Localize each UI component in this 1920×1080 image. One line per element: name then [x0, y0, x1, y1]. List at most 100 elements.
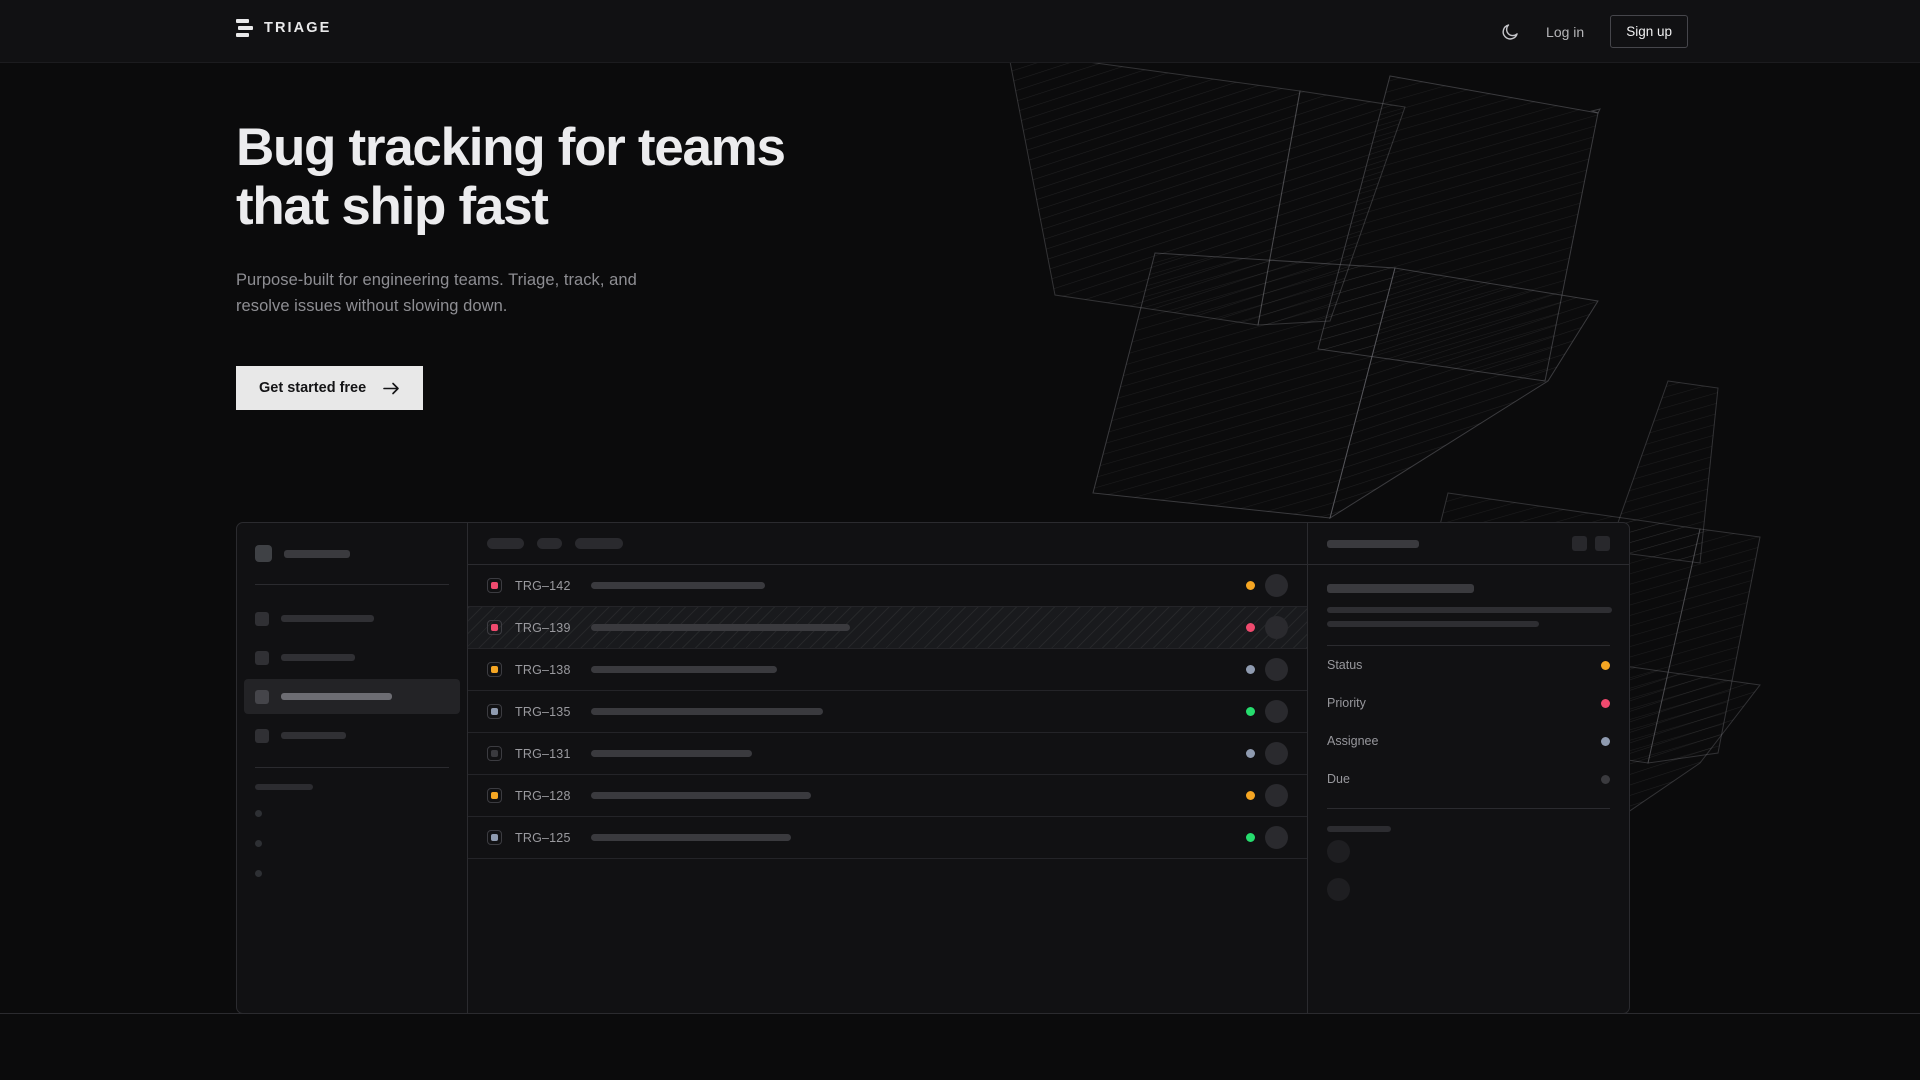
detail-desc-line-1 — [1327, 607, 1612, 613]
hero-section: Bug tracking for teams that ship fast Pu… — [236, 118, 786, 411]
detail-meta-row[interactable]: Due — [1327, 760, 1610, 798]
detail-action-icon-1[interactable] — [1572, 536, 1587, 551]
assignee-avatar — [1265, 574, 1288, 597]
priority-indicator-icon — [487, 788, 502, 803]
assignee-avatar — [1265, 658, 1288, 681]
table-row[interactable]: TRG–135 — [468, 691, 1307, 733]
brand-name: TRIAGE — [264, 20, 332, 36]
sidebar-item-icon — [255, 611, 269, 626]
row-meta — [1246, 826, 1307, 849]
issue-id: TRG–128 — [515, 788, 571, 803]
sidebar-item-icon — [255, 650, 269, 665]
moon-icon[interactable] — [1500, 22, 1520, 42]
issue-id: TRG–139 — [515, 620, 571, 635]
table-row[interactable]: TRG–125 — [468, 817, 1307, 859]
priority-indicator-icon — [487, 578, 502, 593]
status-dot-icon — [1246, 749, 1255, 758]
mock-sidebar — [237, 523, 468, 1013]
issue-title-placeholder — [591, 582, 765, 589]
detail-meta-row[interactable]: Status — [1327, 646, 1610, 684]
assignee-avatar — [1265, 616, 1288, 639]
sidebar-project-2[interactable] — [255, 828, 449, 858]
status-dot-icon — [1246, 791, 1255, 800]
top-navigation-bar: TRIAGE Log in Sign up — [0, 0, 1920, 63]
comment-avatar — [1327, 839, 1350, 863]
row-meta — [1246, 784, 1307, 807]
sidebar-item-3[interactable] — [244, 679, 460, 714]
priority-indicator-icon — [487, 704, 502, 719]
issue-id: TRG–135 — [515, 704, 571, 719]
brand-logo[interactable]: TRIAGE — [236, 19, 331, 37]
detail-action-icon-2[interactable] — [1595, 536, 1610, 551]
filter-chip-2[interactable] — [537, 538, 562, 549]
sidebar-item-label-placeholder — [281, 654, 355, 661]
detail-meta-row[interactable]: Priority — [1327, 684, 1610, 722]
detail-divider-2 — [1327, 808, 1610, 809]
priority-indicator-icon — [487, 830, 502, 845]
filter-chip-3[interactable] — [575, 538, 623, 549]
table-row[interactable]: TRG–128 — [468, 775, 1307, 817]
detail-meta-label: Assignee — [1327, 734, 1379, 748]
status-dot-icon — [1246, 707, 1255, 716]
sidebar-project-3[interactable] — [255, 858, 449, 888]
sidebar-item-icon — [255, 689, 269, 704]
assignee-avatar — [1265, 826, 1288, 849]
issue-title-placeholder — [591, 666, 777, 673]
comment-placeholder-row — [1327, 832, 1610, 870]
project-dot-icon — [255, 809, 262, 817]
detail-header-title-placeholder — [1327, 539, 1419, 548]
priority-indicator-icon — [487, 620, 502, 635]
priority-indicator-icon — [487, 662, 502, 677]
sidebar-item-2[interactable] — [244, 640, 460, 675]
sidebar-divider-bottom — [255, 767, 449, 768]
sidebar-item-4[interactable] — [244, 718, 460, 753]
detail-meta-dot-icon — [1601, 774, 1610, 784]
get-started-button[interactable]: Get started free — [236, 366, 424, 411]
hero-subheading: Purpose-built for engineering teams. Tri… — [236, 270, 637, 316]
mock-list-toolbar — [468, 523, 1307, 565]
detail-meta-label: Status — [1327, 658, 1363, 672]
issue-id: TRG–142 — [515, 578, 571, 593]
table-row[interactable]: TRG–131 — [468, 733, 1307, 775]
comment-placeholder-row — [1327, 870, 1610, 908]
comment-avatar — [1327, 877, 1350, 901]
sidebar-divider-top — [255, 584, 449, 585]
mock-detail-header — [1308, 523, 1629, 565]
sidebar-project-1[interactable] — [255, 798, 449, 828]
mock-sidebar-nav — [244, 601, 460, 753]
table-row[interactable]: TRG–142 — [468, 565, 1307, 607]
sidebar-item-1[interactable] — [244, 601, 460, 636]
mock-sidebar-workspace[interactable] — [255, 545, 449, 562]
detail-meta-dot-icon — [1601, 736, 1610, 746]
project-dot-icon — [255, 869, 262, 877]
sidebar-item-label-placeholder — [281, 732, 346, 739]
workspace-name-placeholder — [284, 549, 350, 558]
detail-title-placeholder — [1327, 584, 1474, 593]
row-meta — [1246, 742, 1307, 765]
signup-button[interactable]: Sign up — [1610, 15, 1688, 48]
sidebar-section-label-placeholder — [255, 784, 313, 790]
sidebar-item-icon — [255, 728, 269, 743]
priority-indicator-icon — [487, 746, 502, 761]
issue-id: TRG–131 — [515, 746, 571, 761]
detail-meta-row[interactable]: Assignee — [1327, 722, 1610, 760]
row-meta — [1246, 574, 1307, 597]
status-dot-icon — [1246, 581, 1255, 590]
table-row[interactable]: TRG–139 — [468, 607, 1307, 649]
table-row[interactable]: TRG–138 — [468, 649, 1307, 691]
page-title: Bug tracking for teams that ship fast — [236, 118, 786, 237]
issue-id: TRG–125 — [515, 830, 571, 845]
issue-title-placeholder — [591, 792, 811, 799]
sidebar-item-label-placeholder — [281, 693, 392, 700]
status-dot-icon — [1246, 623, 1255, 632]
issue-title-placeholder — [591, 750, 752, 757]
footer-area — [0, 1014, 1920, 1080]
filter-chip-1[interactable] — [487, 538, 524, 549]
login-link[interactable]: Log in — [1546, 23, 1585, 40]
issue-title-placeholder — [591, 624, 850, 631]
issue-id: TRG–138 — [515, 662, 571, 677]
mock-detail-comments — [1327, 832, 1610, 908]
